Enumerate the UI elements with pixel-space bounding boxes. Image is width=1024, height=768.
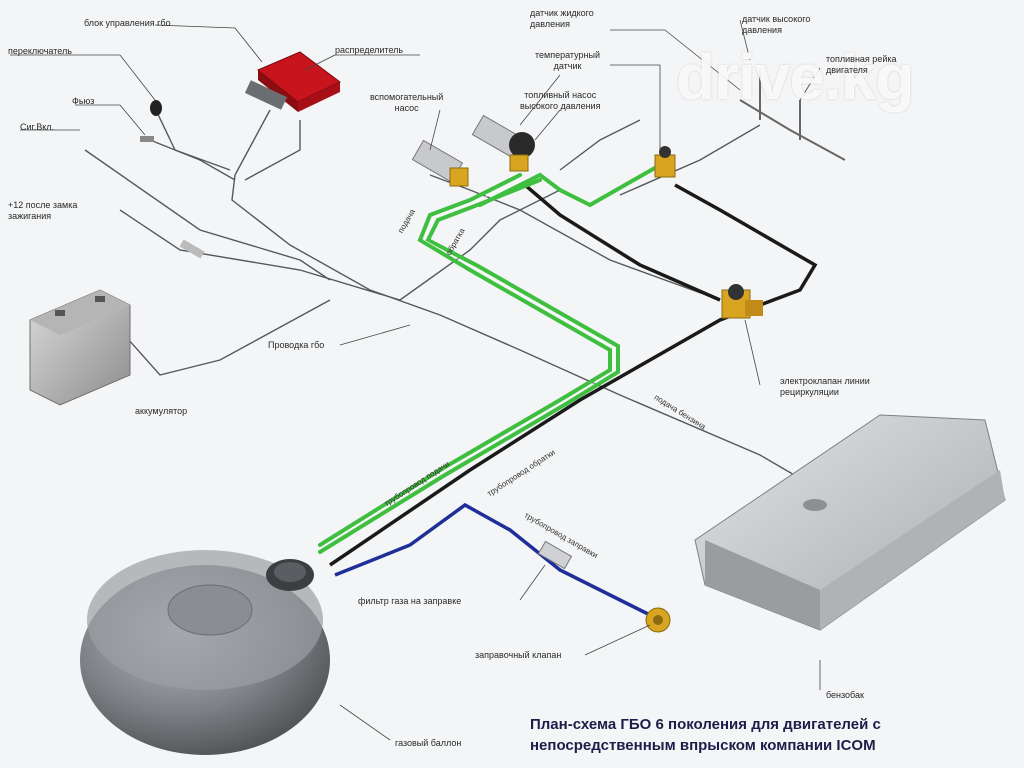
label-wiring: Проводка гбо [268, 340, 325, 350]
label-gas-signal: Сиг.Вкл. [20, 122, 55, 132]
label-high-pressure-sensor: датчик высокого давления [742, 14, 811, 35]
watermark: drive.kg [676, 41, 914, 113]
battery [29, 289, 131, 406]
label-gas-tank: газовый баллон [395, 738, 462, 748]
recirc-valve [721, 284, 763, 319]
hp-pump [471, 114, 535, 172]
label-aux-pump: вспомогательный насос [370, 92, 444, 113]
gas-tank [80, 550, 330, 755]
label-liquid-pressure-sensor: датчик жидкого давления [530, 8, 594, 29]
label-battery: аккумулятор [135, 406, 188, 416]
label-switch: переключатель [8, 46, 72, 56]
filler-valve [645, 607, 671, 633]
label-temp-sensor: температурный датчик [535, 50, 600, 71]
fuel-rail [739, 70, 846, 161]
label-filler-valve: заправочный клапан [475, 650, 562, 660]
caption-line-1: План-схема ГБО 6 поколения для двигателе… [530, 716, 881, 733]
diagram-caption: План-схема ГБО 6 поколения для двигателе… [530, 714, 881, 756]
label-fuel-rail: топливная рейка двигателя [826, 54, 897, 75]
label-hp-pump: топливный насос высокого давления [520, 90, 601, 111]
valve-upper-right [654, 146, 676, 178]
aux-pump [411, 139, 469, 187]
label-distributor: распределитель [335, 45, 404, 55]
filler-pipe [334, 502, 651, 617]
label-fuse: Фьюз [72, 96, 95, 106]
label-filler-filter: фильтр газа на заправке [358, 596, 462, 606]
label-plus12: +12 после замка зажигания [8, 200, 78, 221]
caption-line-2: непосредственным впрыском компании ICOM [530, 737, 876, 754]
leader-lines [10, 19, 821, 741]
return-pipe [329, 183, 818, 567]
petrol-tank [694, 414, 1006, 631]
filler-filter [537, 540, 573, 570]
label-petrol-tank: бензобак [826, 690, 864, 700]
ecu-unit [244, 51, 341, 112]
label-recirc-valve: электроклапан линии рециркуляции [780, 376, 870, 397]
switch-part [140, 100, 205, 259]
label-ecu: блок управления гбо [84, 18, 171, 28]
supply-pipe [318, 163, 662, 554]
